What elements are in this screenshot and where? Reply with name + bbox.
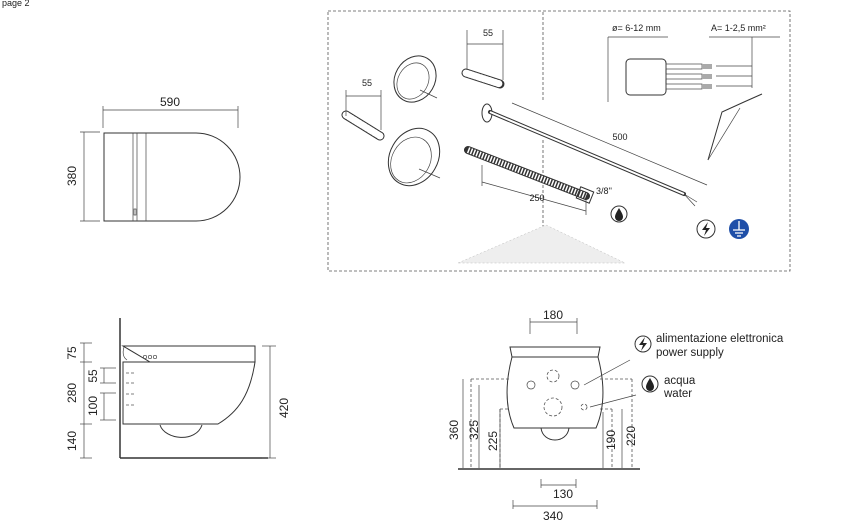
dim-130: 130 [553, 487, 573, 501]
dim-280: 280 [65, 383, 79, 403]
cover-cap-small [393, 55, 438, 103]
dim-75: 75 [65, 346, 79, 360]
front-view: 180 360 325 225 190 220 130 340 [447, 308, 640, 523]
dim-340: 340 [543, 509, 563, 523]
water-legend-icon [641, 375, 659, 393]
legend: alimentazione elettronica power supply a… [634, 333, 784, 400]
dim-140: 140 [65, 431, 79, 451]
hose-length: 250 [529, 193, 544, 203]
dim-220: 220 [624, 426, 638, 446]
side-view: 75 280 140 55 100 420 [65, 318, 291, 459]
dim-590: 590 [160, 95, 180, 109]
legend-water-it: acqua [664, 375, 696, 387]
screw-right-length: 55 [483, 28, 493, 38]
dim-360: 360 [447, 420, 461, 440]
kit-frame [327, 10, 791, 272]
screw-left-length: 55 [362, 78, 372, 88]
electric-icon [696, 219, 716, 239]
water-hose: 250 3/8'' [464, 146, 628, 223]
legend-power-en: power supply [656, 347, 724, 359]
toilet-top-outline [103, 132, 241, 222]
installation-kit: 55 55 500 [327, 10, 791, 272]
top-view: 590 380 [65, 95, 241, 222]
side-bowl [122, 361, 256, 425]
cover-cap-large [387, 127, 441, 187]
front-lid [509, 346, 601, 358]
kit-electric-icons [696, 219, 749, 239]
wire-section: A= 1-2,5 mm² [711, 23, 766, 33]
dim-190: 190 [604, 430, 618, 450]
wire-diameter: ø= 6-12 mm [612, 23, 661, 33]
dim-380: 380 [65, 166, 79, 186]
hose-thread: 3/8'' [596, 186, 612, 196]
water-drop-icon [610, 205, 628, 223]
electric-legend-icon [634, 335, 652, 353]
front-bowl [506, 356, 604, 429]
legend-water-en: water [663, 388, 692, 400]
dim-180: 180 [543, 308, 563, 322]
wire-detail: ø= 6-12 mm A= 1-2,5 mm² [607, 23, 780, 161]
dim-225: 225 [486, 431, 500, 451]
side-lid [121, 345, 256, 363]
legend-power-it: alimentazione elettronica [656, 333, 784, 345]
dim-325: 325 [467, 420, 481, 440]
screw-right: 55 [461, 28, 505, 89]
dim-100: 100 [86, 396, 100, 416]
floor-hatch [457, 224, 626, 264]
dim-55: 55 [86, 369, 100, 383]
header-fragment: page 2 [2, 0, 30, 8]
power-cable: 500 [481, 102, 708, 207]
screw-left: 55 [341, 78, 385, 141]
dim-420: 420 [277, 398, 291, 418]
cable-length: 500 [612, 132, 627, 142]
